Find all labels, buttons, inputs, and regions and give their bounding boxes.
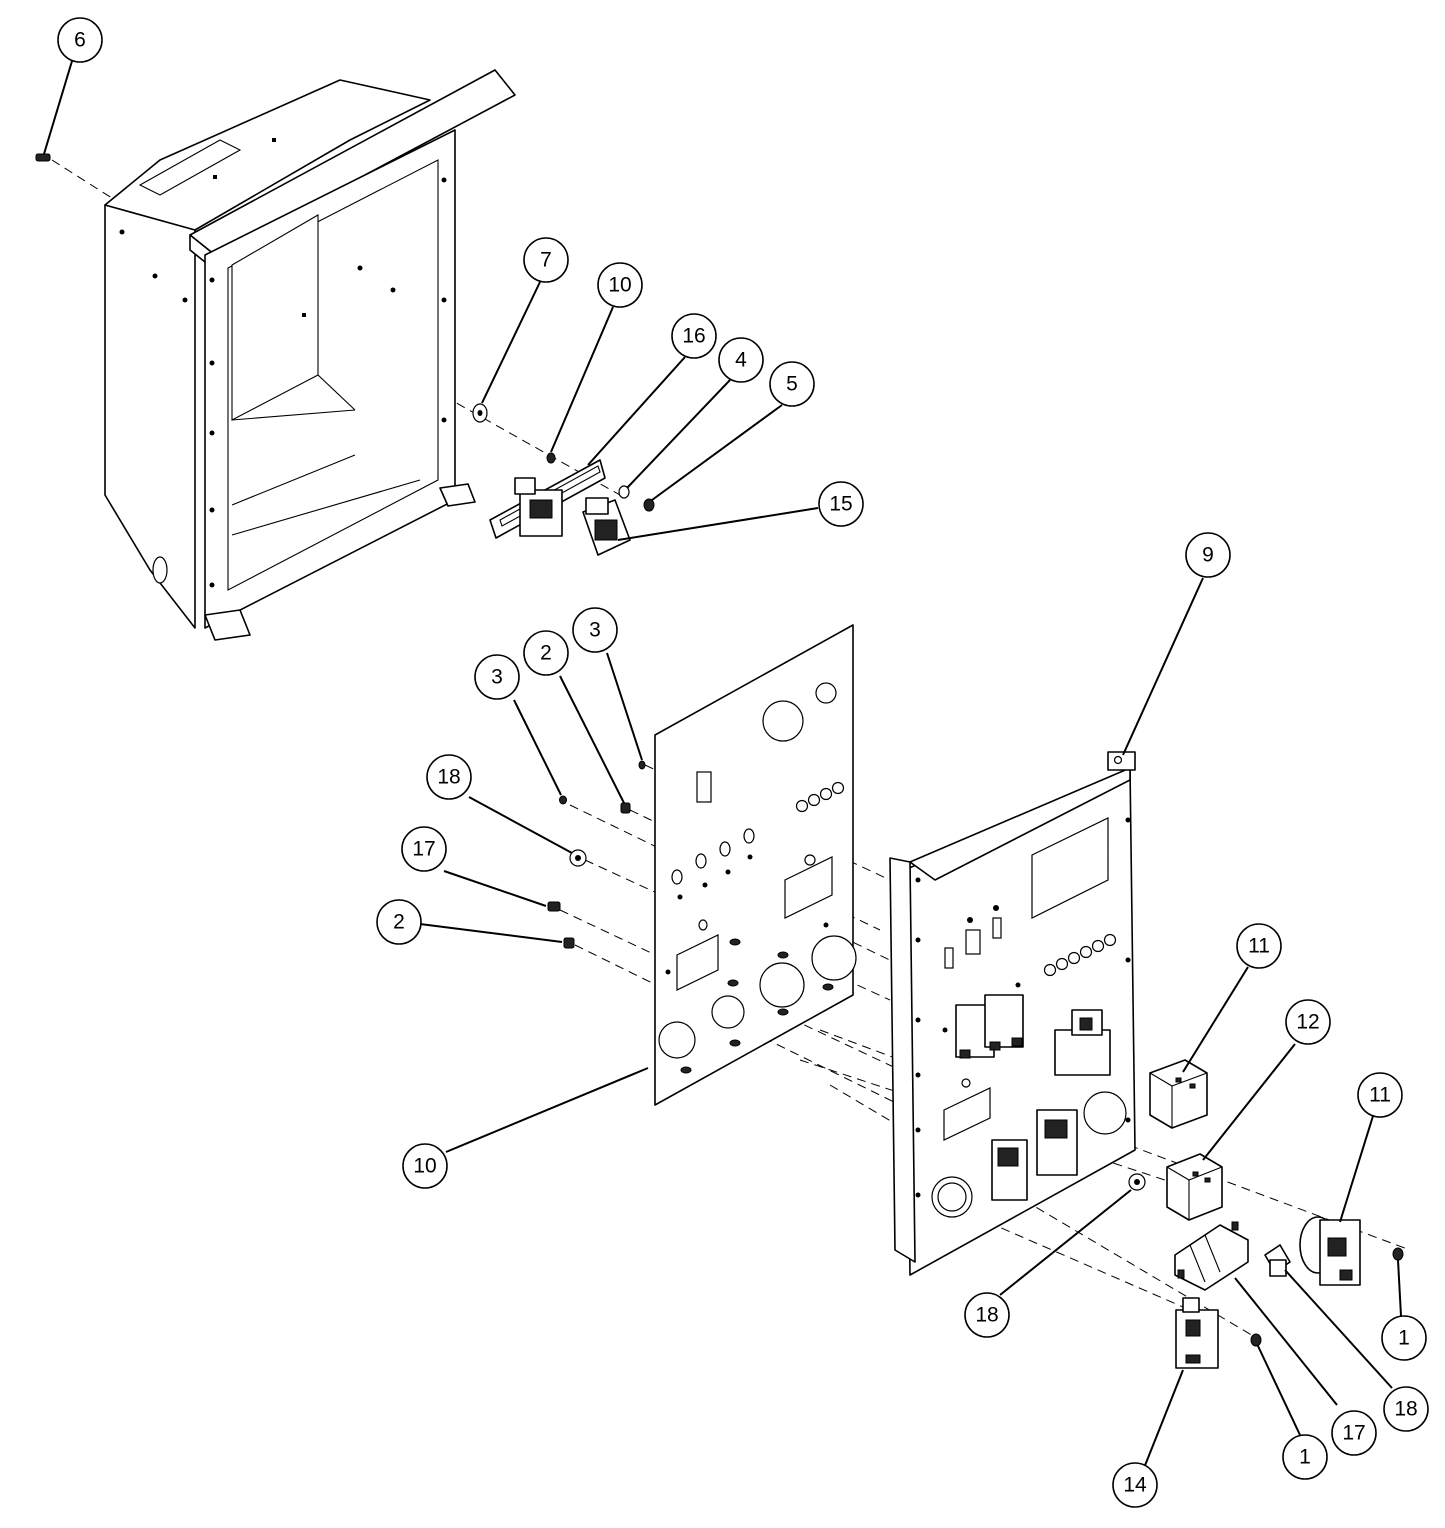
callout-2-lower-label: 2	[393, 911, 405, 934]
back-panel-plate	[889, 751, 1136, 1276]
callout-7-label: 7	[540, 249, 552, 272]
callout-1-bottom: 1	[1282, 1434, 1328, 1480]
fastener-set-front	[547, 760, 646, 949]
callout-12: 12	[1285, 999, 1331, 1045]
callout-3-right-label: 3	[589, 619, 601, 642]
callout-17-left: 17	[401, 826, 447, 872]
callout-3-right: 3	[572, 607, 618, 653]
callout-18-middle: 18	[964, 1292, 1010, 1338]
callout-18-left: 18	[426, 754, 472, 800]
front-panel-plate	[654, 624, 857, 1106]
callout-10-bottom: 10	[402, 1143, 448, 1189]
callout-12-label: 12	[1296, 1011, 1319, 1034]
callout-5-label: 5	[786, 373, 798, 396]
callout-18-right-label: 18	[1394, 1398, 1417, 1421]
contactor-part-17	[1174, 1221, 1249, 1291]
din-rail-assembly	[489, 459, 631, 556]
breaker-part-11-lower	[1299, 1216, 1361, 1286]
callout-18-right: 18	[1383, 1386, 1429, 1432]
callout-9: 9	[1185, 532, 1231, 578]
callout-11-lower-label: 11	[1369, 1084, 1391, 1107]
washer-part-4	[618, 485, 630, 499]
callout-18-left-label: 18	[437, 766, 460, 789]
callout-16: 16	[671, 313, 717, 359]
callout-4: 4	[718, 337, 764, 383]
callout-6: 6	[57, 17, 103, 63]
relay-part-12	[1166, 1153, 1223, 1221]
grommet-part-18	[1128, 1173, 1146, 1191]
callout-15: 15	[818, 481, 864, 527]
nut-part-1-right	[1392, 1247, 1404, 1261]
callout-10-top: 10	[597, 262, 643, 308]
callout-14-label: 14	[1123, 1474, 1147, 1497]
callout-11-upper: 11	[1236, 923, 1282, 969]
callout-2-upper: 2	[523, 630, 569, 676]
nut-part-10-top	[546, 452, 556, 464]
callout-11-lower: 11	[1357, 1072, 1403, 1118]
callout-15-label: 15	[829, 493, 852, 516]
nut-part-5	[643, 498, 655, 512]
callout-17-left-label: 17	[412, 838, 435, 861]
callout-9-label: 9	[1202, 544, 1214, 567]
callout-17-right-label: 17	[1342, 1422, 1365, 1445]
callout-6-label: 6	[74, 29, 86, 52]
callout-5: 5	[769, 361, 815, 407]
callout-3-left: 3	[474, 654, 520, 700]
enclosure-box	[104, 69, 516, 641]
callout-2-lower: 2	[376, 899, 422, 945]
callout-17-right: 17	[1331, 1410, 1377, 1456]
callout-3-left-label: 3	[491, 666, 503, 689]
nut-part-1-lower	[1250, 1333, 1262, 1347]
callout-1-right-label: 1	[1398, 1327, 1410, 1350]
callout-1-right: 1	[1381, 1315, 1427, 1361]
leader-lines	[43, 60, 1402, 1469]
callout-11-upper-label: 11	[1248, 935, 1270, 958]
switch-part-18	[1264, 1244, 1291, 1277]
callout-10-top-label: 10	[608, 274, 631, 297]
washer-part-7	[472, 403, 488, 423]
callout-2-upper-label: 2	[540, 642, 552, 665]
breaker-part-14	[1175, 1297, 1219, 1369]
callout-7: 7	[523, 237, 569, 283]
callout-1-bottom-label: 1	[1299, 1446, 1311, 1469]
screw-part-6	[35, 153, 51, 162]
callout-4-label: 4	[735, 349, 747, 372]
relay-part-11-upper	[1149, 1059, 1208, 1129]
callout-10-bottom-label: 10	[413, 1155, 436, 1178]
callout-18-middle-label: 18	[975, 1304, 998, 1327]
callout-14: 14	[1112, 1462, 1158, 1508]
callout-16-label: 16	[682, 325, 705, 348]
